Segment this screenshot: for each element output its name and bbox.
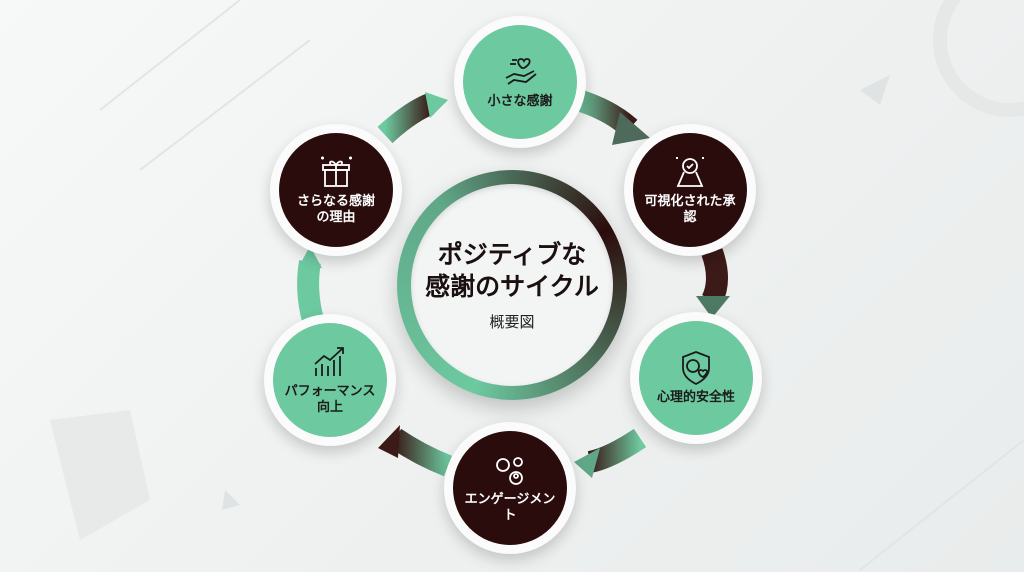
arrow-2-3 <box>701 248 728 305</box>
arrow-4-5 <box>388 428 453 477</box>
arrow-6-1 <box>377 93 435 144</box>
node-label: 心理的安全性 <box>656 390 735 405</box>
node-more-gratitude-reasons: さらなる感謝の理由 <box>270 124 402 256</box>
node-label: さらなる感謝の理由 <box>296 194 375 225</box>
node-performance-improvement: パフォーマンス向上 <box>264 314 396 446</box>
center-cycle-title: ポジティブな 感謝のサイクル 概要図 <box>397 170 627 400</box>
award-ribbon-icon <box>676 157 704 187</box>
node-engagement: エンゲージメント <box>444 422 576 554</box>
title-line-1: ポジティブな <box>437 239 587 269</box>
gift-icon <box>321 156 352 187</box>
growth-chart-icon <box>314 347 344 376</box>
node-visible-recognition: 可視化された承認 <box>624 124 756 256</box>
title-line-2: 感謝のサイクル <box>425 271 599 301</box>
gears-people-icon <box>496 457 523 485</box>
node-label: 小さな感謝 <box>487 94 553 109</box>
brain-shield-icon <box>682 351 710 386</box>
node-psychological-safety: 心理的安全性 <box>630 312 762 444</box>
hand-heart-icon <box>505 58 537 85</box>
arrow-5-6 <box>297 260 324 323</box>
node-small-gratitude: 小さな感謝 <box>454 16 586 148</box>
node-label: エンゲージメント <box>464 492 556 523</box>
subtitle: 概要図 <box>489 312 535 331</box>
node-label: 可視化された承認 <box>644 194 736 225</box>
node-label: パフォーマンス向上 <box>284 384 376 415</box>
